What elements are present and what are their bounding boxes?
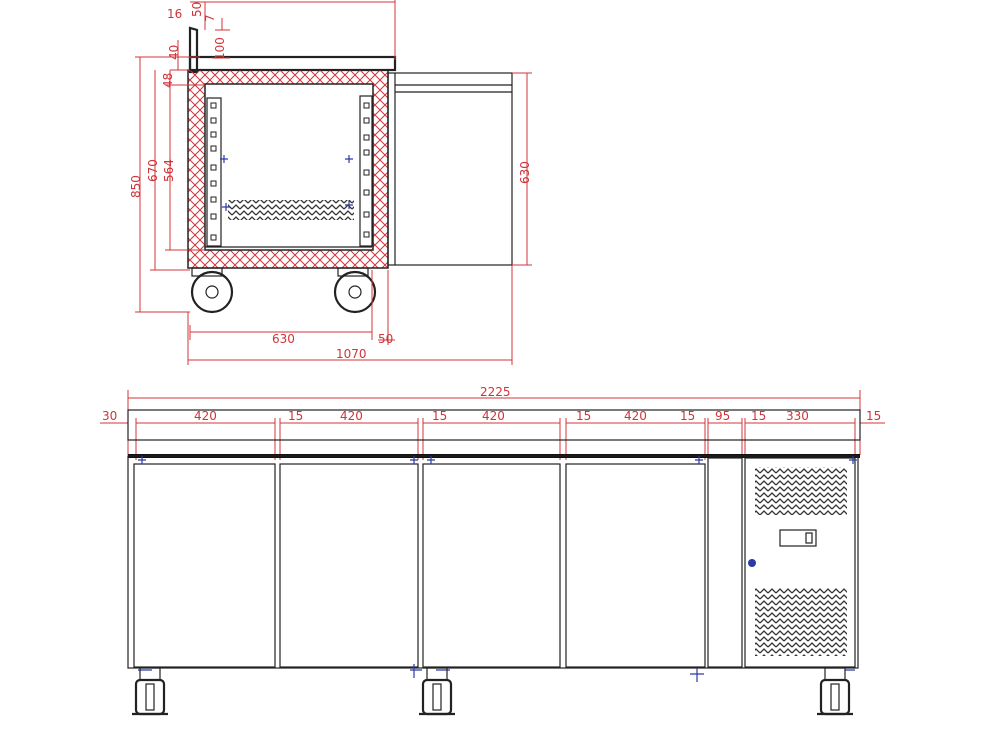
dim-seg-9: 15 bbox=[680, 409, 695, 423]
dim-backsplash-height: 100 bbox=[213, 37, 227, 60]
front-caster-right bbox=[817, 667, 853, 716]
right-rail bbox=[359, 95, 373, 247]
front-dimension-lines bbox=[100, 390, 885, 460]
left-rail bbox=[206, 97, 222, 247]
open-door bbox=[387, 72, 513, 266]
cabinet-body bbox=[127, 455, 859, 669]
dim-depth: 630 bbox=[272, 332, 295, 346]
door-1 bbox=[133, 463, 276, 668]
dim-seg-10: 95 bbox=[715, 409, 730, 423]
dim-seg-13: 15 bbox=[866, 409, 881, 423]
door-2 bbox=[279, 463, 419, 668]
cabinet-interior bbox=[204, 83, 374, 251]
machine-panel bbox=[744, 457, 856, 668]
front-caster-middle bbox=[419, 667, 455, 716]
front-caster-left bbox=[132, 667, 168, 716]
dim-interior-height: 564 bbox=[162, 159, 176, 182]
evaporator-grille bbox=[228, 200, 354, 220]
dim-seg-7: 15 bbox=[576, 409, 591, 423]
filler-panel bbox=[707, 457, 743, 668]
side-dimension-lines bbox=[135, 0, 532, 365]
dim-top-insulation: 48 bbox=[161, 73, 175, 88]
front-view: 2225 30 420 15 420 15 420 15 420 15 95 1… bbox=[100, 385, 885, 716]
door-3 bbox=[422, 463, 561, 668]
lower-louver bbox=[755, 588, 847, 656]
dim-seg-5: 15 bbox=[432, 409, 447, 423]
dim-seg-12: 330 bbox=[786, 409, 809, 423]
rail-holes bbox=[210, 102, 370, 241]
dim-overall-width: 2225 bbox=[480, 385, 511, 399]
caster-right bbox=[333, 267, 377, 314]
dim-seg-1: 30 bbox=[102, 409, 117, 423]
dim-backsplash-width: 50 bbox=[190, 2, 204, 17]
dim-worktop: 40 bbox=[167, 45, 181, 60]
side-view: 50 16 7 100 40 48 670 564 850 630 630 50… bbox=[129, 0, 532, 365]
dim-offset: 7 bbox=[203, 14, 217, 22]
upper-louver bbox=[755, 467, 847, 515]
dim-backsplash-thickness: 16 bbox=[167, 7, 182, 21]
dim-cabinet-height: 670 bbox=[146, 159, 160, 182]
caster-left bbox=[190, 267, 234, 314]
dim-door-height: 630 bbox=[518, 161, 532, 184]
door-4 bbox=[565, 463, 706, 668]
controller-display bbox=[779, 529, 817, 547]
dim-seg-3: 15 bbox=[288, 409, 303, 423]
dim-door-thickness: 50 bbox=[378, 332, 393, 346]
dim-seg-2: 420 bbox=[194, 409, 217, 423]
dim-total-height: 850 bbox=[129, 175, 143, 198]
dim-seg-8: 420 bbox=[624, 409, 647, 423]
front-worktop bbox=[127, 409, 861, 441]
dim-depth-door-open: 1070 bbox=[336, 347, 367, 361]
dim-seg-11: 15 bbox=[751, 409, 766, 423]
dim-seg-4: 420 bbox=[340, 409, 363, 423]
dim-seg-6: 420 bbox=[482, 409, 505, 423]
lock-icon bbox=[748, 559, 756, 567]
